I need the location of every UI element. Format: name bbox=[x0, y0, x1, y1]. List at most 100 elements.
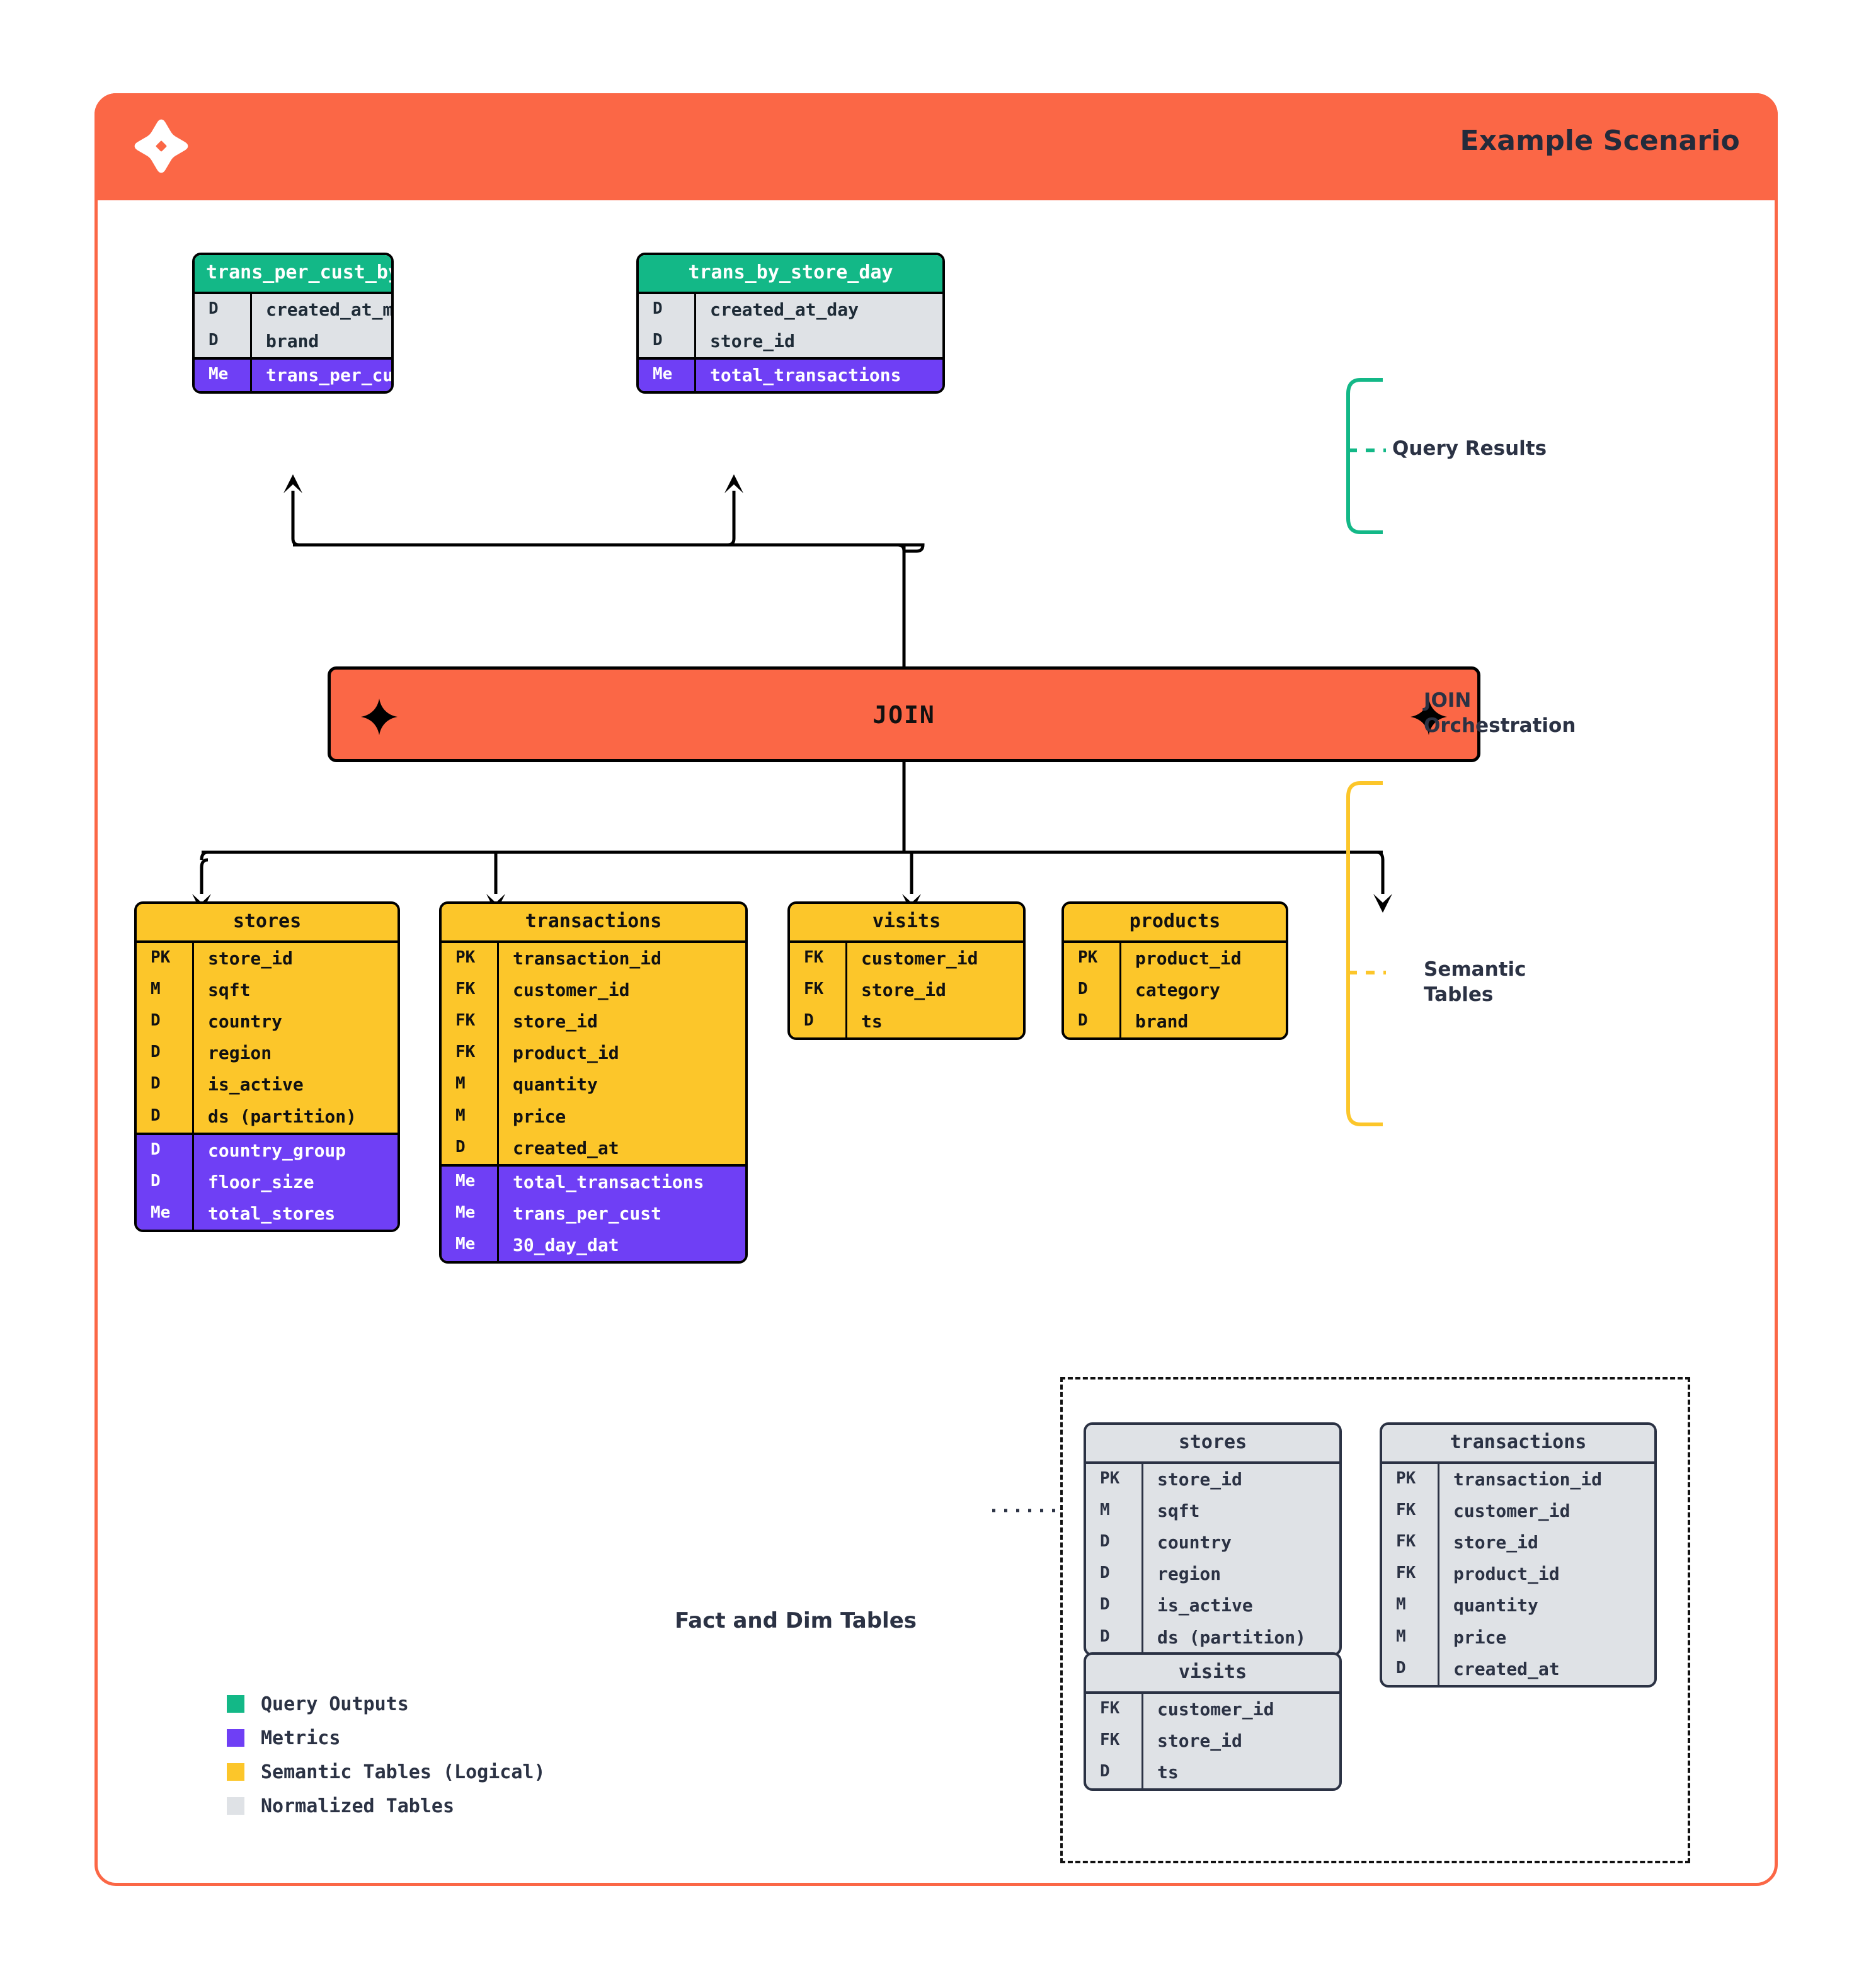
row-value: store_id bbox=[497, 1005, 745, 1038]
row-key: Me bbox=[455, 1235, 476, 1254]
row-key: PK bbox=[151, 947, 171, 967]
legend-label: Normalized Tables bbox=[261, 1795, 455, 1817]
row-key: D bbox=[1100, 1595, 1110, 1614]
table-title: visits bbox=[790, 904, 1023, 940]
fact-and-dim-container bbox=[1060, 1377, 1690, 1863]
legend-item: Normalized Tables bbox=[227, 1789, 546, 1823]
table-row: Me total_transactions bbox=[639, 359, 942, 392]
page-title: Example Scenario bbox=[1460, 125, 1740, 157]
row-value: ds (partition) bbox=[1141, 1621, 1339, 1654]
row-key: D bbox=[1100, 1761, 1110, 1781]
table-row: Me trans_per_cust bbox=[195, 359, 391, 392]
join-orchestration-bar[interactable]: JOIN bbox=[328, 666, 1480, 762]
legend-swatch-query-outputs bbox=[227, 1695, 244, 1713]
row-key: D bbox=[804, 1010, 814, 1030]
row-value: store_id bbox=[1438, 1526, 1654, 1559]
row-key: M bbox=[151, 979, 161, 998]
table-row: D store_id bbox=[639, 325, 942, 357]
row-key: D bbox=[209, 330, 219, 350]
row-value: created_at bbox=[1438, 1653, 1654, 1685]
row-value: quantity bbox=[1438, 1590, 1654, 1622]
row-key: D bbox=[151, 1105, 161, 1125]
row-value: product_id bbox=[497, 1037, 745, 1070]
query-result-table-0[interactable]: trans_per_cust_by_brand_month D created_… bbox=[192, 253, 394, 394]
row-key: M bbox=[455, 1105, 466, 1125]
row-value: transaction_id bbox=[497, 942, 745, 974]
row-key: D bbox=[455, 1137, 466, 1157]
row-key: D bbox=[151, 1074, 161, 1094]
table-row: D brand bbox=[195, 325, 391, 357]
row-value: transaction_id bbox=[1438, 1463, 1654, 1495]
table-dimensions-section: D created_at_day D store_id bbox=[639, 291, 942, 357]
row-value: price bbox=[497, 1100, 745, 1133]
row-value: created_at_day bbox=[694, 294, 942, 326]
row-value: store_id bbox=[1141, 1463, 1339, 1495]
legend-label: Semantic Tables (Logical) bbox=[261, 1761, 546, 1783]
row-value: product_id bbox=[1438, 1558, 1654, 1591]
table-row: FK store_id bbox=[1086, 1725, 1339, 1757]
table-title: visits bbox=[1086, 1655, 1339, 1691]
row-value: trans_per_cust bbox=[250, 359, 391, 392]
row-key: D bbox=[1078, 1010, 1088, 1030]
diagram-card: Example Scenario bbox=[94, 93, 1778, 1886]
row-value: brand bbox=[250, 325, 391, 357]
row-value: quantity bbox=[497, 1069, 745, 1101]
row-value: store_id bbox=[845, 974, 1023, 1006]
join-label: JOIN bbox=[873, 701, 936, 729]
row-key: D bbox=[209, 299, 219, 318]
row-key: D bbox=[151, 1043, 161, 1062]
query-result-table-1[interactable]: trans_by_store_day D created_at_day D st… bbox=[636, 253, 945, 394]
row-key: PK bbox=[1396, 1468, 1416, 1488]
cube-star-logo-icon bbox=[134, 119, 188, 173]
table-title: trans_by_store_day bbox=[639, 255, 942, 292]
legend-item: Semantic Tables (Logical) bbox=[227, 1755, 546, 1789]
row-value: store_id bbox=[1141, 1725, 1339, 1757]
row-key: Me bbox=[455, 1203, 476, 1223]
row-value: product_id bbox=[1119, 942, 1286, 974]
row-value: brand bbox=[1119, 1005, 1286, 1038]
row-key: FK bbox=[1100, 1730, 1120, 1749]
row-value: ds (partition) bbox=[192, 1100, 398, 1133]
row-value: region bbox=[192, 1037, 398, 1070]
row-value: store_id bbox=[694, 325, 942, 357]
row-key: D bbox=[151, 1140, 161, 1159]
row-value: floor_size bbox=[192, 1166, 398, 1199]
row-value: ts bbox=[845, 1005, 1023, 1038]
annotation-join-orchestration: JOIN Orchestration bbox=[1424, 688, 1576, 738]
annotation-line-1: JOIN bbox=[1424, 689, 1472, 712]
table-metrics-section: Me total_transactions bbox=[639, 357, 942, 392]
table-title: products bbox=[1064, 904, 1286, 940]
row-key: D bbox=[1100, 1626, 1110, 1646]
row-value: created_at bbox=[497, 1132, 745, 1164]
